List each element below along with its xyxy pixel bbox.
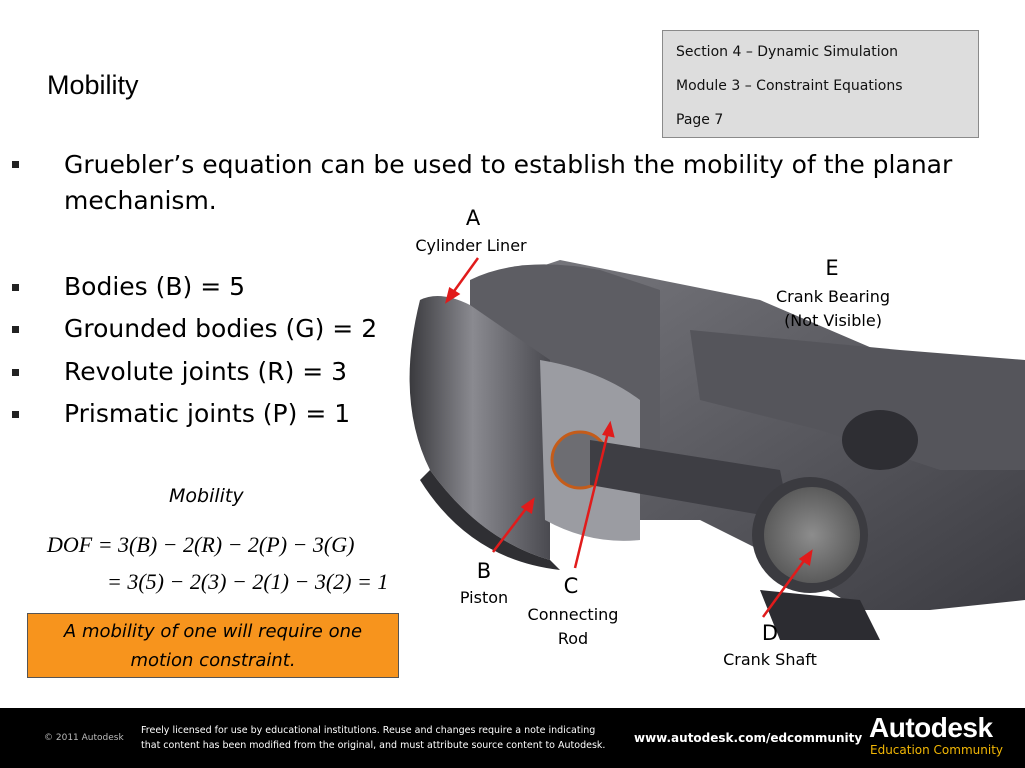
- autodesk-logo: Autodesk: [869, 712, 993, 743]
- label-rod: Rod: [557, 629, 589, 648]
- bullet-grounded: Grounded bodies (G) = 2: [64, 314, 378, 343]
- engine-image: [409, 257, 1025, 640]
- label-crank-bearing: Crank Bearing: [776, 287, 890, 306]
- bullet-square-icon: [12, 326, 19, 333]
- bullet-square-icon: [12, 284, 19, 291]
- bullet-bodies: Bodies (B) = 5: [64, 272, 246, 301]
- label-c-letter: C: [563, 574, 579, 598]
- equation-line-2: = 3(5) − 2(3) − 2(1) − 3(2) = 1: [107, 569, 389, 594]
- page-title: Mobility: [47, 70, 139, 100]
- bullet-square-icon: [12, 369, 19, 376]
- intro-line-2: mechanism.: [64, 186, 217, 215]
- list-item: Bodies (B) = 5: [0, 272, 420, 308]
- section-label: Section 4 – Dynamic Simulation: [676, 44, 899, 60]
- label-d-letter: D: [761, 621, 779, 645]
- mobility-callout: A mobility of one will require one motio…: [27, 613, 399, 678]
- label-piston: Piston: [459, 588, 509, 607]
- module-label: Module 3 – Constraint Equations: [676, 78, 903, 94]
- bullet-prismatic: Prismatic joints (P) = 1: [64, 399, 351, 428]
- callout-line-1: A mobility of one will require one: [63, 621, 363, 642]
- list-item: Prismatic joints (P) = 1: [0, 399, 420, 435]
- label-a-letter: A: [465, 206, 481, 230]
- label-connecting: Connecting: [527, 605, 619, 624]
- callout-line-2: motion constraint.: [130, 650, 296, 671]
- list-item: Grounded bodies (G) = 2: [0, 314, 420, 350]
- list-item: Revolute joints (R) = 3: [0, 357, 420, 393]
- label-crank-shaft: Crank Shaft: [723, 650, 817, 669]
- mobility-heading: Mobility: [169, 485, 244, 507]
- parameter-list: Bodies (B) = 5 Grounded bodies (G) = 2 R…: [0, 272, 420, 442]
- arrow-icon: [445, 257, 813, 618]
- footer-copyright: © 2011 Autodesk: [44, 733, 124, 743]
- footer-license-1: Freely licensed for use by educational i…: [141, 725, 596, 736]
- equation-line-1: DOF = 3(B) − 2(R) − 2(P) − 3(G): [47, 532, 355, 557]
- label-cylinder-liner: Cylinder Liner: [415, 236, 527, 255]
- label-not-visible: (Not Visible): [784, 311, 882, 330]
- bullet-square-icon: [12, 161, 19, 168]
- education-community-label: Education Community: [870, 743, 1004, 757]
- section-info-box: Section 4 – Dynamic Simulation Module 3 …: [662, 30, 979, 138]
- footer-bar: © 2011 Autodesk Freely licensed for use …: [0, 708, 1025, 768]
- label-b-letter: B: [476, 559, 492, 583]
- intro-bullet: Gruebler’s equation can be used to estab…: [0, 150, 1025, 220]
- footer-url-link[interactable]: www.autodesk.com/edcommunity: [634, 731, 863, 745]
- footer-license-2: that content has been modified from the …: [141, 740, 606, 751]
- bullet-square-icon: [12, 411, 19, 418]
- intro-line-1: Gruebler’s equation can be used to estab…: [64, 150, 953, 179]
- bullet-revolute: Revolute joints (R) = 3: [64, 357, 348, 386]
- page-number: Page 7: [676, 112, 724, 128]
- label-e-letter: E: [825, 256, 839, 280]
